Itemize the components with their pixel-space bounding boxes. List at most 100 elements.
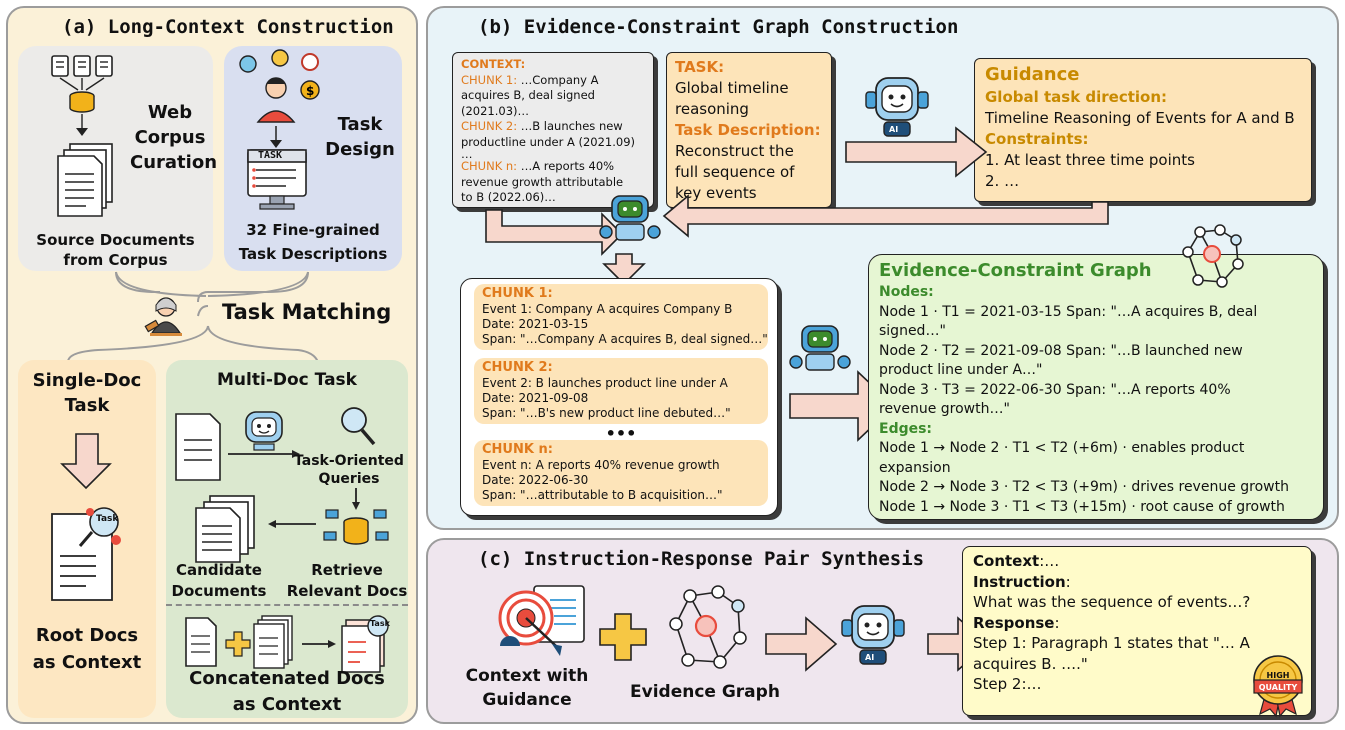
task-description-line: Reconstruct the [675,142,794,160]
graph-edge-line: expansion [879,459,951,476]
chunk-tag: CHUNK n: [482,442,553,457]
evidence-graph-label: Evidence Graph [630,682,780,702]
graph-node-line: product line under A…" [879,362,1043,378]
web-corpus-label-line: Curation [130,152,218,173]
output-instruction-text: What was the sequence of events…? [973,593,1251,611]
context-line-2: acquires B, deal signed [461,88,595,102]
label-line: Documents [171,582,267,600]
output-context-text: :… [1039,552,1060,570]
single-doc-badge: Task [96,514,119,524]
output-instruction-label: Instruction [973,572,1066,591]
context-line-text: …Company A [517,72,599,87]
graph-node-line: Node 3 · T3 = 2022-06-30 Span: "…A repor… [879,381,1231,398]
output-context-label: Context [973,552,1040,570]
task-box: TASK: Global timeline reasoning Task Des… [666,52,832,208]
output-response-text: acquires B. …." [973,654,1088,673]
robot-icon [789,325,851,371]
output-response-line: Response: [973,613,1301,634]
task-description-line: key events [675,184,757,202]
chunk-tag: CHUNK 1: [482,286,553,301]
chunk-card: CHUNK 2: Event 2: B launches product lin… [474,358,768,424]
chunks-ellipsis: ••• [605,424,637,443]
label-line: Queries [318,471,380,487]
concat-docs-icons [185,615,389,673]
task-oriented-queries-label: Task-Oriented Queries [284,452,414,488]
chunk-line: Event 2: B launches product line under A [482,376,728,390]
web-corpus-label-line: Web [147,102,193,123]
panel-long-context-construction: (a) Long-Context Construction W [6,6,418,724]
output-instruction-line: Instruction: [973,572,1301,593]
output-response-label: Response [973,613,1055,632]
context-line-text: …B launches new [517,119,623,133]
label-line: Guidance [482,690,572,710]
svg-text:$: $ [306,84,314,98]
output-instruction-colon: : [1065,572,1071,591]
context-line-5: productline under A (2021.09) [461,134,636,149]
label-line: Task-Oriented [294,453,404,469]
context-line-7: CHUNK n: …A reports 40% [461,159,645,175]
context-line-tag: CHUNK 1: [461,72,518,87]
task-design-card: $ TASK Task Design 32 Fine-grained Task … [224,46,402,271]
multi-doc-card: Multi-Doc Task [166,360,408,718]
label-line: Retrieve [311,561,383,579]
retrieve-relevant-docs-label: Retrieve Relevant Docs [282,560,412,602]
graph-edge-line: Node 1 → Node 2 · T1 < T2 (+6m) · enable… [879,440,1245,456]
robot-ai-badge: AI [865,653,875,662]
panel-b-title: (b) Evidence-Constraint Graph Constructi… [478,16,959,38]
multi-doc-workflow-icons [175,407,389,563]
guidance-constraint-line: 2. … [985,172,1020,190]
graph-node-line: signed…" [879,323,946,339]
graph-edge-line: Node 2 → Node 3 · T2 < T3 (+9m) · drives… [879,479,1289,495]
chunk-line: Date: 2021-09-08 [482,391,589,405]
graph-nodes-label: Nodes: [879,284,934,300]
context-line-tag: CHUNK n: [461,159,518,173]
judge-icon [144,297,182,336]
task-description-label: Task Description: [675,121,821,139]
guidance-direction-label: Global task direction: [985,88,1168,106]
web-corpus-card: Web Corpus Curation Source Documents fro… [18,46,218,271]
down-arrow-icon [60,433,112,490]
robot-ai-icon [865,77,929,137]
plus-icon [599,613,647,661]
single-doc-label-line: Task [64,395,110,416]
task-designer-icon: $ [239,49,320,210]
caption-line: Source Documents [36,231,195,249]
chunk-line: Event 1: Company A acquires Company B [482,302,733,316]
task-descriptions-caption: 32 Fine-grained Task Descriptions [224,218,402,266]
task-description-line: full sequence of [675,163,795,181]
label-line: Context with [465,666,589,686]
web-corpus-label-line: Corpus [134,127,206,148]
robot-ai-icon [841,605,905,665]
caption-line: 32 Fine-grained [246,221,380,239]
caption-line: Root Docs [35,625,139,646]
caption-line: from Corpus [63,251,168,269]
single-doc-label-line: Single-Doc [32,370,142,391]
caption-line: Task Descriptions [238,245,388,263]
chunk-tag: CHUNK 2: [482,360,553,375]
concat-doc-badge: Task [370,619,390,628]
context-with-guidance-label: Context with Guidance [452,664,602,712]
guidance-title: Guidance [985,64,1080,85]
graph-node-line: Node 1 · T1 = 2021-03-15 Span: "…A acqui… [879,303,1258,320]
root-docs-caption: Root Docs as Context [18,622,156,676]
label-line: Candidate [176,561,262,579]
caption-line: Concatenated Docs [189,668,385,689]
label-line: Relevant Docs [286,582,408,600]
context-line-3: (2021.03)… [461,103,530,118]
chunk-line: Date: 2021-03-15 [482,317,589,331]
context-box: CONTEXT: CHUNK 1: …Company A acquires B,… [452,52,654,208]
robot-icon [599,195,661,241]
output-response-text: Step 2:… [973,675,1042,693]
graph-title: Evidence-Constraint Graph [879,260,1152,281]
output-context-line: Context:… [973,551,1301,572]
output-response-colon: : [1054,613,1060,632]
high-quality-badge-icon [1253,655,1303,718]
task-matching-connector [67,271,319,363]
task-design-label-line: Design [325,139,395,160]
chunk-card: CHUNK 1: Event 1: Company A acquires Com… [474,284,768,350]
chunk-line: Span: "…attributable to B acquisition…" [482,488,723,502]
task-design-label-line: Task [337,114,383,135]
source-documents-icon [57,143,113,217]
guidance-constraints-label: Constraints: [985,130,1089,148]
task-matching-label: Task Matching [222,300,392,324]
